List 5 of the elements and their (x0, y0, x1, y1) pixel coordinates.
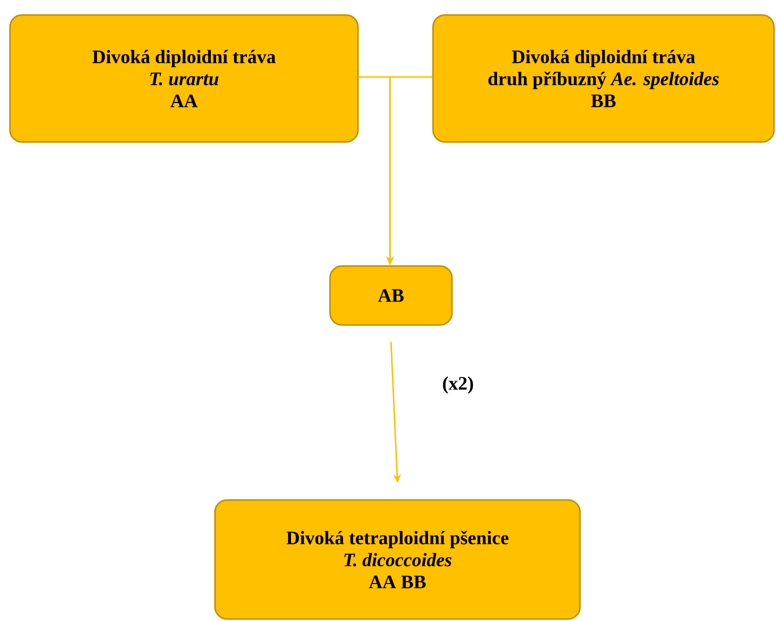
process-box: Divoká diploidní tráva druh příbuzný Ae. speltoides BB (432, 14, 775, 143)
process-box: Divoká diploidní tráva T. urartu AA (9, 14, 359, 143)
edge-label: (x2) (443, 376, 473, 394)
process-box: AB (329, 265, 453, 326)
process-box: Divoká tetraploidní pšenice T. dicoccoides AA BB (214, 499, 581, 620)
